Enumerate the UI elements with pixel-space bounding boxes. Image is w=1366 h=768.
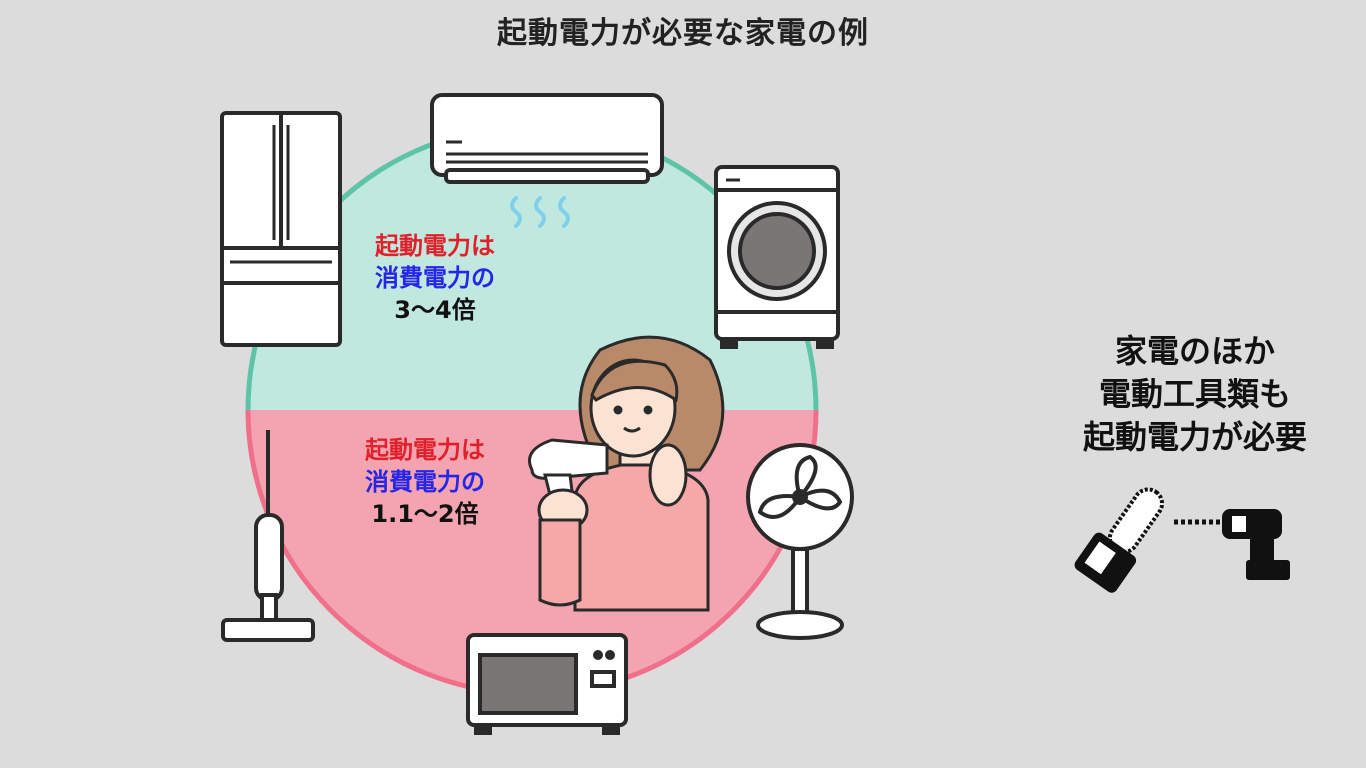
upper-label-line1: 起動電力は [375, 232, 495, 260]
side-note-line1: 家電のほか [1114, 332, 1275, 370]
airflow-icon [510, 196, 570, 228]
chainsaw-icon [1074, 487, 1165, 593]
page-title: 起動電力が必要な家電の例 [497, 16, 869, 51]
upper-label-line2: 消費電力の [375, 264, 495, 292]
electric-fan-icon [746, 443, 854, 640]
hair-dryer-woman-icon [528, 335, 725, 612]
lower-label-line2: 消費電力の [365, 468, 485, 496]
washing-machine-icon [714, 165, 840, 349]
side-note-line2: 電動工具類も [1098, 375, 1291, 413]
power-drill-icon [1174, 509, 1290, 580]
refrigerator-icon [220, 111, 342, 347]
lower-label-line1: 起動電力は [365, 436, 485, 464]
microwave-icon [466, 633, 628, 735]
lower-group-label: 起動電力は 消費電力の 1.1〜2倍 [320, 434, 530, 530]
air-conditioner-icon [430, 93, 664, 184]
upper-label-line3: 3〜4倍 [394, 296, 476, 324]
lower-label-line3: 1.1〜2倍 [371, 500, 479, 528]
vacuum-cleaner-icon [221, 430, 315, 642]
side-note: 家電のほか 電動工具類も 起動電力が必要 [1040, 330, 1350, 459]
side-note-line3: 起動電力が必要 [1082, 418, 1307, 456]
upper-group-label: 起動電力は 消費電力の 3〜4倍 [330, 230, 540, 326]
